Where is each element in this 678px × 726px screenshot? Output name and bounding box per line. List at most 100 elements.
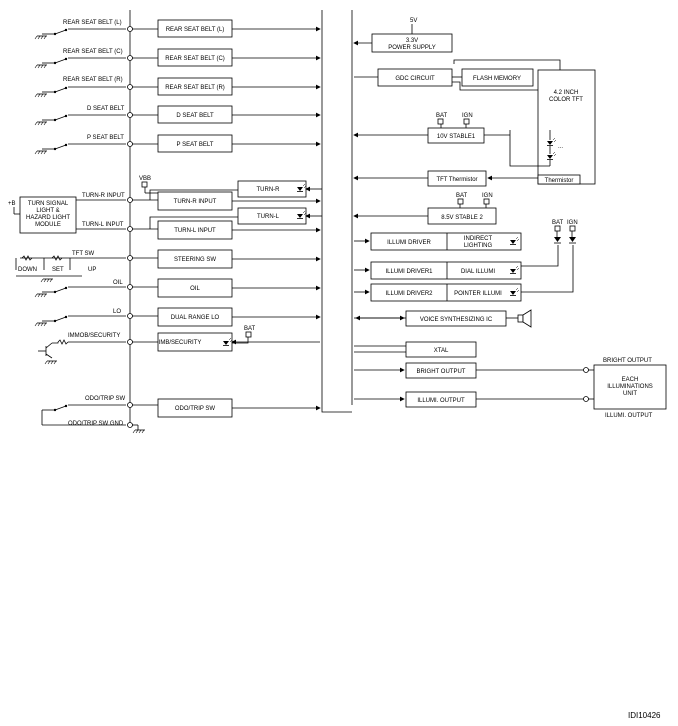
svg-text:REAR SEAT BELT (C): REAR SEAT BELT (C) <box>165 56 225 62</box>
svg-text:...: ... <box>558 144 563 150</box>
svg-text:LIGHTING: LIGHTING <box>464 243 493 249</box>
label-5v: 5V <box>410 18 417 24</box>
label-odo-trip-sw-gnd: ODO/TRIP SW GND <box>68 421 124 427</box>
svg-text:Thermistor: Thermistor <box>545 178 574 184</box>
svg-text:INDIRECT: INDIRECT <box>464 236 493 242</box>
svg-text:XTAL: XTAL <box>434 348 449 354</box>
illumi-driver2-section: ILLUMI DRIVER2 POINTER ILLUMI <box>354 245 574 302</box>
svg-text:10V STABLE1: 10V STABLE1 <box>437 134 476 140</box>
voice-ic-section: VOICE SYNTHESIZING IC <box>354 309 532 328</box>
label-immob-security: IMMOB/SECURITY <box>68 333 120 339</box>
svg-text:TURN-R INPUT: TURN-R INPUT <box>174 199 217 205</box>
svg-text:ILLUMI DRIVER2: ILLUMI DRIVER2 <box>385 291 433 297</box>
turn-signal-section: +B TURN SIGNAL LIGHT & HAZARD LIGHT MODU… <box>8 176 322 240</box>
illumi-driver-section: ILLUMI DRIVER INDIRECT LIGHTING <box>354 232 522 251</box>
label-plus-b: +B <box>8 201 16 207</box>
label-turn-l-input: TURN-L INPUT <box>82 222 124 228</box>
svg-text:POWER SUPPLY: POWER SUPPLY <box>388 45 436 51</box>
row-rear-seat-belt-l: REAR SEAT BELT (L) REAR SEAT BELT (L) <box>34 19 321 40</box>
label-vbb: VBB <box>139 176 151 182</box>
label-down: DOWN <box>18 267 37 273</box>
svg-text:BRIGHT OUTPUT: BRIGHT OUTPUT <box>417 369 466 375</box>
label-stable2-bat: BAT <box>456 193 468 199</box>
block-rear-seat-belt-l <box>157 19 233 38</box>
bright-output-section: BRIGHT OUTPUT <box>354 362 594 379</box>
illuminations-unit-section: BRIGHT OUTPUT EACH ILLUMINATIONS UNIT IL… <box>593 358 667 419</box>
svg-text:OIL: OIL <box>190 286 200 292</box>
block-illumi-driver1 <box>370 261 522 280</box>
block-p-seat-belt <box>157 134 233 153</box>
row-odo-trip-sw: ODO/TRIP SW ODO/TRIP SW GND ODO/TRIP SW <box>41 396 321 434</box>
row-p-seat-belt: P SEAT BELT P SEAT BELT <box>34 134 321 155</box>
svg-text:REAR SEAT BELT (L): REAR SEAT BELT (L) <box>166 27 225 33</box>
svg-text:DIAL ILLUMI: DIAL ILLUMI <box>461 269 495 275</box>
svg-text:8.5V STABLE 2: 8.5V STABLE 2 <box>441 215 483 221</box>
label-rear-seat-belt-r: REAR SEAT BELT (R) <box>63 77 123 83</box>
svg-text:FLASH MEMORY: FLASH MEMORY <box>473 76 521 82</box>
block-illumi-driver <box>370 232 522 251</box>
stable1-section: BAT IGN 10V STABLE1 <box>353 113 510 144</box>
block-illumi-driver2 <box>370 283 522 302</box>
block-rear-seat-belt-c <box>157 48 233 67</box>
row-oil: OIL OIL <box>34 278 321 298</box>
xtal-section: XTAL <box>354 341 477 358</box>
gdc-section: GDC CIRCUIT FLASH MEMORY <box>354 59 561 91</box>
svg-text:D SEAT BELT: D SEAT BELT <box>176 113 214 119</box>
label-p-seat-belt: P SEAT BELT <box>87 135 124 141</box>
label-lo: LO <box>113 309 121 315</box>
label-odo-trip-sw: ODO/TRIP SW <box>85 396 126 402</box>
block-thermistor <box>537 174 581 185</box>
block-gdc-circuit <box>377 68 453 87</box>
row-d-seat-belt: D SEAT BELT D SEAT BELT <box>34 105 321 126</box>
svg-text:UNIT: UNIT <box>623 391 637 397</box>
svg-text:DUAL RANGE LO: DUAL RANGE LO <box>171 315 220 321</box>
block-rear-seat-belt-r <box>157 77 233 96</box>
label-illumi-bat: BAT <box>552 220 564 226</box>
turn-signal-module <box>19 196 77 234</box>
label-rear-seat-belt-l: REAR SEAT BELT (L) <box>63 20 122 26</box>
label-set: SET <box>52 267 64 273</box>
svg-text:LIGHT &: LIGHT & <box>36 208 59 214</box>
block-xtal <box>405 341 477 358</box>
svg-text:4.2 INCH: 4.2 INCH <box>554 90 579 96</box>
row-rear-seat-belt-r: REAR SEAT BELT (R) REAR SEAT BELT (R) <box>34 77 321 98</box>
block-illumi-output <box>405 391 477 408</box>
label-security-bat: BAT <box>244 326 256 332</box>
svg-text:STEERING SW: STEERING SW <box>174 257 216 263</box>
svg-text:MODULE: MODULE <box>35 222 61 228</box>
svg-text:TURN-R: TURN-R <box>257 187 281 193</box>
svg-text:ODO/TRIP SW: ODO/TRIP SW <box>175 406 216 412</box>
block-10v-stable1 <box>427 127 485 144</box>
block-tft-display <box>537 69 596 185</box>
block-tft-thermistor <box>427 170 487 187</box>
block-bright-output <box>405 362 477 379</box>
svg-text:ILLUMINATIONS: ILLUMINATIONS <box>607 384 653 390</box>
tft-thermistor-section: TFT Thermistor <box>353 170 538 187</box>
block-voice-ic <box>405 310 507 327</box>
row-dual-range-lo: LO DUAL RANGE LO <box>34 307 321 327</box>
illumi-output-section: ILLUMI. OUTPUT <box>354 391 594 408</box>
svg-text:TFT Thermistor: TFT Thermistor <box>436 177 477 183</box>
stable2-section: BAT IGN 8.5V STABLE 2 <box>353 193 497 225</box>
svg-text:ILLUMI DRIVER1: ILLUMI DRIVER1 <box>385 269 433 275</box>
tft-display-section: 4.2 INCH COLOR TFT ... Thermistor <box>509 69 596 185</box>
bat-diode-icon <box>554 237 561 242</box>
speaker-icon <box>517 314 524 323</box>
svg-text:COLOR TFT: COLOR TFT <box>549 97 583 103</box>
label-stable1-bat: BAT <box>436 113 448 119</box>
illumi-driver1-section: ILLUMI DRIVER1 DIAL ILLUMI <box>354 245 559 280</box>
row-rear-seat-belt-c: REAR SEAT BELT (C) REAR SEAT BELT (C) <box>34 48 321 69</box>
svg-text:POINTER ILLUMI: POINTER ILLUMI <box>454 291 502 297</box>
label-stable1-ign: IGN <box>462 113 473 119</box>
label-up: UP <box>88 267 96 273</box>
row-immob-security: IMMOB/SECURITY IMB/SECURITY BAT <box>38 326 320 365</box>
power-supply-section: 5V 3.3V POWER SUPPLY <box>353 18 453 53</box>
row-steering-sw: TFT SW DOWN SET UP STEERING SW <box>15 249 321 283</box>
label-tft-sw: TFT SW <box>72 251 95 257</box>
block-flash-memory <box>461 68 534 87</box>
svg-text:3.3V: 3.3V <box>406 38 418 44</box>
label-stable2-ign: IGN <box>482 193 493 199</box>
mcu-block <box>321 10 352 413</box>
svg-text:VOICE SYNTHESIZING IC: VOICE SYNTHESIZING IC <box>420 317 493 323</box>
